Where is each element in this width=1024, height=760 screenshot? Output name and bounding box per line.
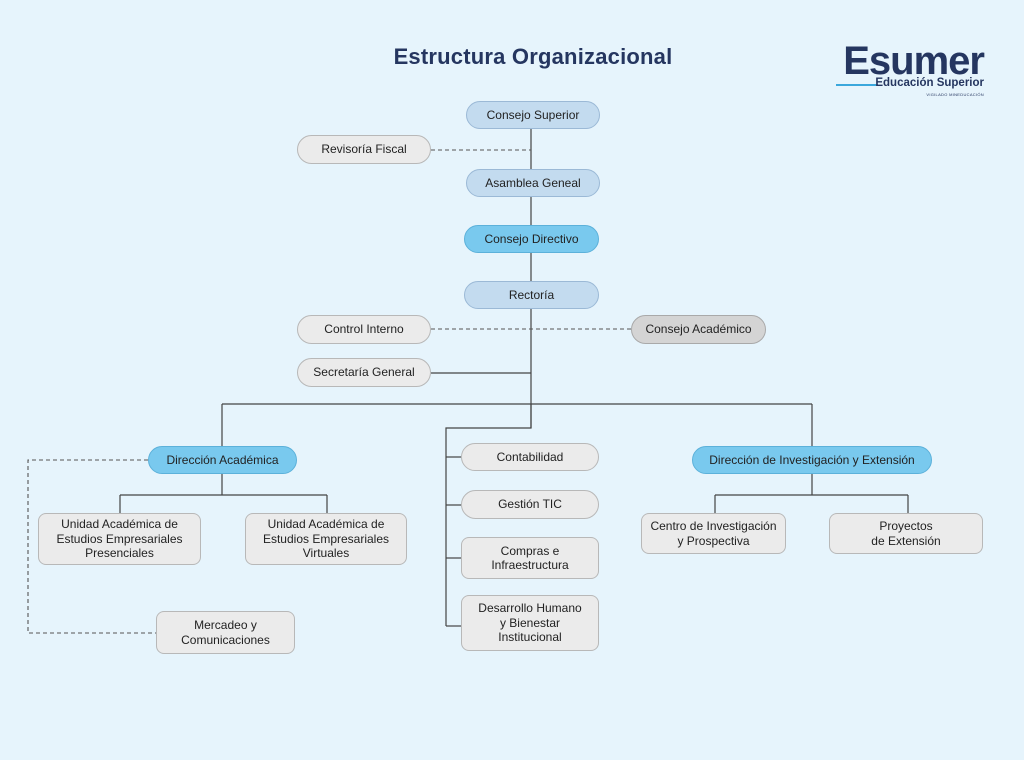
node-proyectos-extension: Proyectos de Extensión [829, 513, 983, 554]
node-revisoria-fiscal: Revisoría Fiscal [297, 135, 431, 164]
node-consejo-directivo: Consejo Directivo [464, 225, 599, 253]
investigacion-children [714, 474, 909, 513]
node-consejo-academico: Consejo Académico [631, 315, 766, 344]
node-direccion-academica: Dirección Académica [148, 446, 297, 474]
node-mercadeo: Mercadeo y Comunicaciones [156, 611, 295, 654]
center-link [445, 404, 532, 626]
logo-wordmark: Esumer [843, 39, 985, 83]
logo-accent-line [836, 84, 878, 86]
mercadeo-dashed [27, 459, 156, 634]
node-desarrollo-humano: Desarrollo Humano y Bienestar Institucio… [461, 595, 599, 651]
esumer-logo: Esumer Educación Superior VIGILADO MINED… [834, 40, 986, 100]
node-unidad-virtuales: Unidad Académica de Estudios Empresarial… [245, 513, 407, 565]
logo-fine-print: VIGILADO MINEDUCACIÓN [926, 92, 984, 97]
node-compras: Compras e Infraestructura [461, 537, 599, 579]
academica-children [119, 474, 328, 513]
page-title: Estructura Organizacional [393, 44, 673, 69]
node-secretaria-general: Secretaría General [297, 358, 431, 387]
node-consejo-superior: Consejo Superior [466, 101, 600, 129]
node-contabilidad: Contabilidad [461, 443, 599, 471]
node-direccion-investigacion: Dirección de Investigación y Extensión [692, 446, 932, 474]
node-asamblea-general: Asamblea Geneal [466, 169, 600, 197]
logo-tagline: Educación Superior [875, 77, 984, 89]
node-gestion-tic: Gestión TIC [461, 490, 599, 519]
node-rectoria: Rectoría [464, 281, 599, 309]
node-control-interno: Control Interno [297, 315, 431, 344]
node-centro-investigacion: Centro de Investigación y Prospectiva [641, 513, 786, 554]
node-unidad-presenciales: Unidad Académica de Estudios Empresarial… [38, 513, 201, 565]
